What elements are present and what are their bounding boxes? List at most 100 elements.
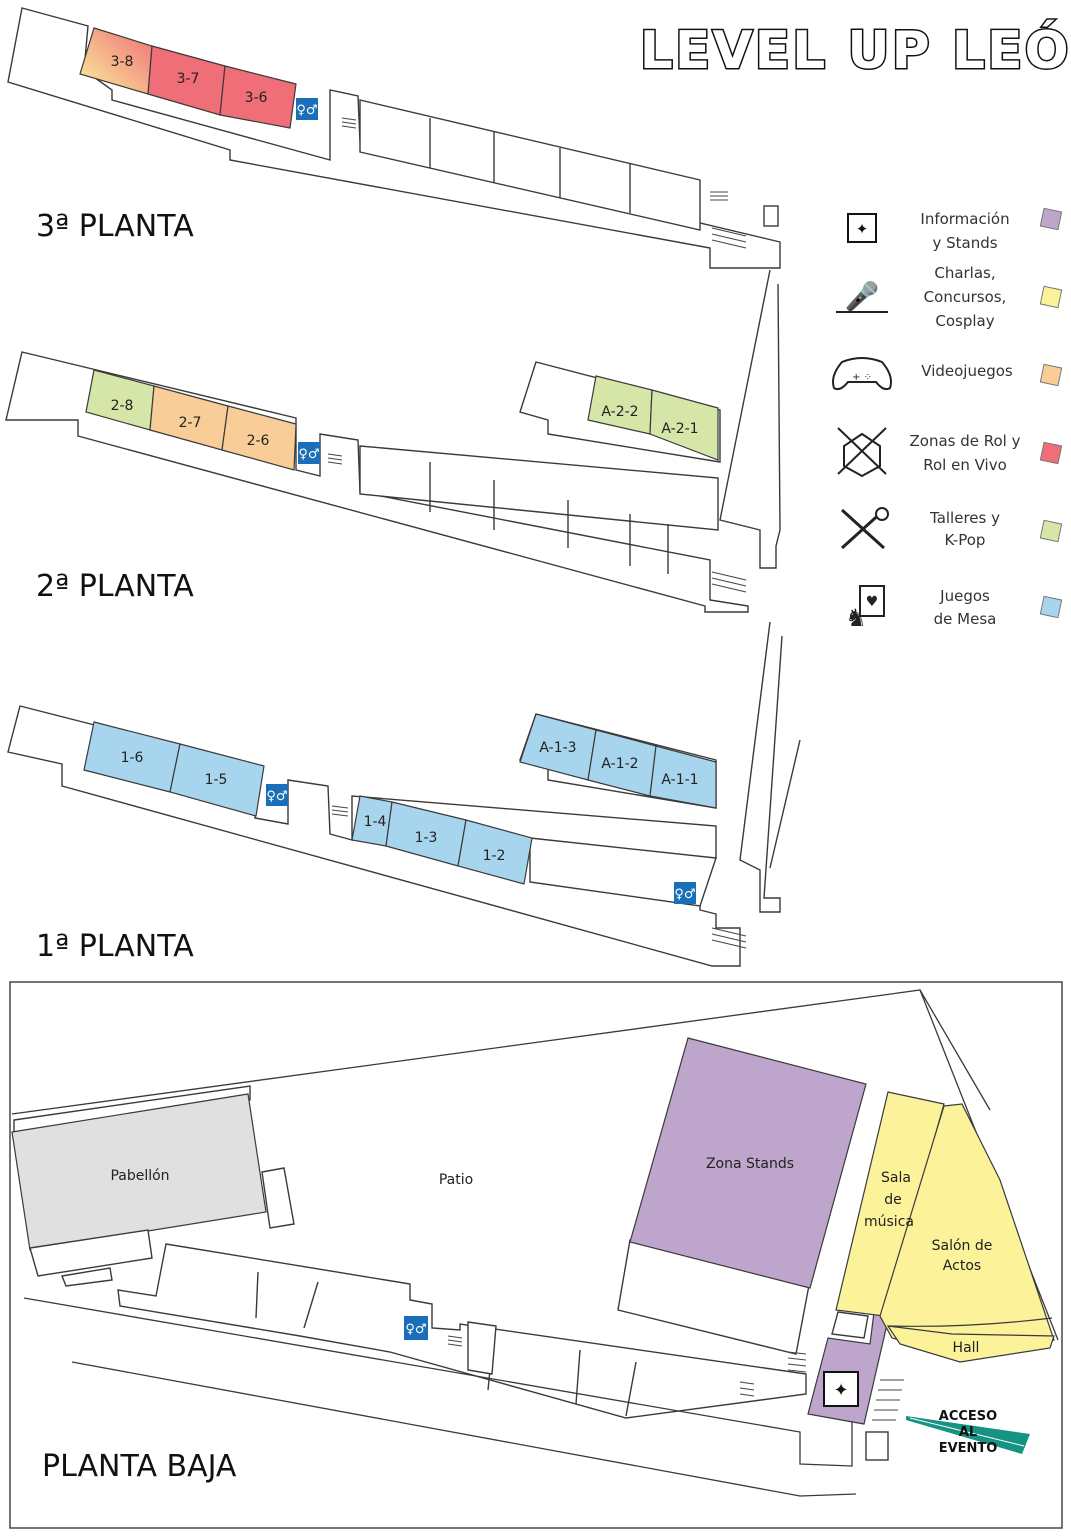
label-music-line-1: Sala: [881, 1170, 911, 1186]
label-access-line-1: ACCESO: [939, 1409, 997, 1424]
dice-swords-icon: [837, 427, 887, 478]
legend-item-workshops: Talleres y K-Pop: [840, 507, 1063, 550]
floor-2-corridor: [359, 445, 719, 531]
svg-text:♞: ♞: [845, 604, 867, 632]
legend-label: y Stands: [932, 234, 997, 252]
label-2-6: 2-6: [247, 433, 270, 449]
label-a-1-2: A-1-2: [601, 756, 638, 772]
label-3-7: 3-7: [177, 71, 200, 87]
label-1-3: 1-3: [415, 830, 438, 846]
label-2-8: 2-8: [111, 398, 134, 414]
legend-swatch: [1039, 285, 1063, 309]
label-1-4: 1-4: [364, 814, 387, 830]
annex-2-walkway: [719, 269, 781, 569]
wc-icon: ♀♂: [674, 882, 696, 904]
legend-swatch: [1039, 363, 1063, 387]
annex-1-walkway: [739, 621, 783, 913]
floor-1: 1-6 1-5 1-4 1-3 1-2 A-1-3 A-1-2 A-1-1 ♀♂…: [7, 621, 801, 967]
label-access-line-2: AL: [959, 1425, 977, 1440]
label-3-6: 3-6: [245, 90, 268, 106]
ground-stairs: [447, 1335, 904, 1421]
label-2-7: 2-7: [179, 415, 202, 431]
room-1-5: [169, 743, 265, 817]
legend-label: Juegos: [939, 587, 990, 605]
label-3-8: 3-8: [111, 54, 134, 70]
music-annex: [831, 1311, 869, 1339]
floor-3-stair-block: [763, 205, 779, 227]
floor-ground-title: PLANTA BAJA: [42, 1449, 237, 1484]
floor-2: 2-8 2-7 2-6 A-2-2 A-2-1 ♀♂ 2ª PLANTA: [5, 269, 781, 613]
hall-divider: [887, 1317, 1053, 1327]
svg-text:♀♂: ♀♂: [674, 887, 695, 902]
floor-3-corridor: [359, 99, 701, 231]
ground-street-line: [71, 1361, 857, 1497]
legend-label: Rol en Vivo: [923, 456, 1007, 474]
pavilion-annex: [29, 1229, 153, 1277]
wc-icon: ♀♂: [404, 1316, 428, 1340]
wc-icon: ♀♂: [298, 442, 320, 464]
label-hall: Hall: [953, 1340, 980, 1356]
legend-item-videogames: + ⁘ Videojuegos: [832, 357, 1063, 391]
legend-label: K-Pop: [945, 531, 986, 549]
legend-swatch: [1039, 519, 1063, 543]
ground-access-block: [865, 1431, 889, 1461]
event-logo: LEVEL UP LEÓN: [638, 18, 1071, 83]
floor-1-corridor: [529, 837, 717, 907]
pavilion-entrance: [261, 1167, 295, 1229]
label-patio: Patio: [439, 1172, 473, 1188]
legend-label: Concursos,: [924, 288, 1007, 306]
microphone-icon: 🎤: [836, 279, 888, 313]
floor-1-stairs: [331, 805, 747, 949]
floor-2-title: 2ª PLANTA: [36, 569, 194, 604]
room-1-2: [457, 819, 533, 885]
label-music-line-3: música: [864, 1214, 914, 1230]
floor-3-stairs: [341, 117, 747, 249]
legend-item-info: ✦ Información y Stands: [847, 207, 1063, 252]
svg-text:♀♂: ♀♂: [296, 103, 317, 118]
legend-label: Cosplay: [935, 312, 994, 330]
legend-swatch: [1039, 595, 1063, 619]
room-3-6: [219, 65, 297, 129]
label-1-6: 1-6: [121, 750, 144, 766]
ground-stair-core: [467, 1321, 497, 1375]
svg-text:♀♂: ♀♂: [298, 447, 319, 462]
label-a-2-2: A-2-2: [601, 404, 638, 420]
legend-item-roleplay: Zonas de Rol y Rol en Vivo: [837, 427, 1063, 478]
info-stand-icon: ✦: [823, 1371, 859, 1407]
hall-zone: [886, 1325, 1055, 1363]
board-games-icon: ♥ ♞: [845, 585, 885, 632]
access-arrow-icon: [906, 1416, 1030, 1454]
pavilion-annex: [61, 1267, 113, 1287]
legend-swatch: [1039, 207, 1063, 231]
legend-label: Videojuegos: [921, 362, 1013, 380]
label-pavilion: Pabellón: [110, 1168, 169, 1184]
label-a-1-3: A-1-3: [539, 740, 576, 756]
label-1-5: 1-5: [205, 772, 228, 788]
wc-icon: ♀♂: [296, 98, 318, 120]
ground-partition: [625, 1361, 637, 1417]
floor-2-stairs: [327, 453, 747, 593]
ground-partition: [575, 1349, 581, 1405]
label-auditorium-line-1: Salón de: [932, 1238, 993, 1254]
label-a-1-1: A-1-1: [661, 772, 698, 788]
ground-partition: [255, 1271, 259, 1319]
svg-text:🎤: 🎤: [845, 279, 880, 313]
label-access-line-3: EVENTO: [939, 1441, 998, 1456]
legend-item-talks: 🎤 Charlas, Concursos, Cosplay: [836, 264, 1063, 330]
zona-stands: [629, 1037, 867, 1289]
svg-text:✦: ✦: [833, 1380, 848, 1401]
legend-label: de Mesa: [934, 610, 997, 628]
floor-1-title: 1ª PLANTA: [36, 929, 194, 964]
legend-swatch: [1039, 441, 1063, 465]
floor-3-title: 3ª PLANTA: [36, 209, 194, 244]
svg-text:+ ⁘: + ⁘: [852, 372, 872, 383]
wc-icon: ♀♂: [266, 784, 288, 806]
label-1-2: 1-2: [483, 848, 506, 864]
label-music-line-2: de: [884, 1192, 902, 1208]
floor-ground: ♀♂ ✦ Pabellón Patio Zona Stands Sala de …: [9, 981, 1063, 1529]
label-auditorium-line-2: Actos: [943, 1258, 981, 1274]
ground-south-wall: [23, 1297, 853, 1467]
svg-text:♥: ♥: [866, 594, 879, 610]
pavilion-zone: [11, 1093, 267, 1251]
legend-label: Información: [920, 210, 1009, 228]
